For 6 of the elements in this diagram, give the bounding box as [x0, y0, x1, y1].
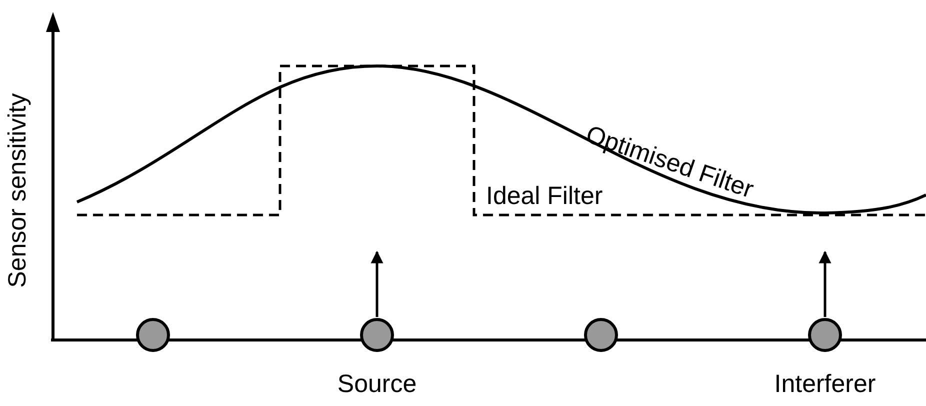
- axis-title: Sensor sensitivity: [6, 92, 30, 290]
- arrow: [370, 250, 384, 317]
- curve-label: Ideal Filter: [486, 184, 603, 209]
- axis-label: Interferer: [773, 372, 877, 397]
- axis-label: Source: [336, 372, 418, 397]
- arrow: [818, 250, 832, 317]
